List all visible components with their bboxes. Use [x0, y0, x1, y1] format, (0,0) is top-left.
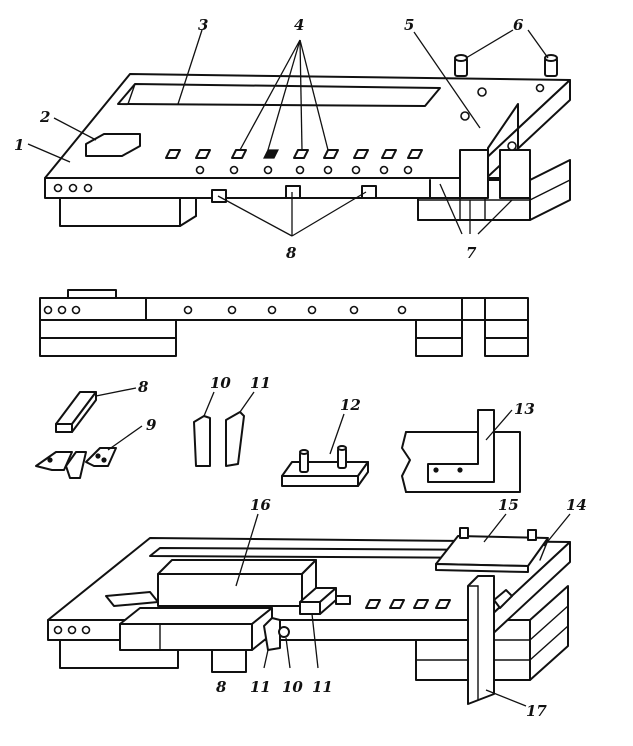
part-11-plate	[225, 391, 255, 467]
part-10-plate	[193, 391, 215, 467]
label-16: 16	[250, 496, 271, 514]
part-2-clamp	[85, 133, 141, 157]
part-9-bracket	[35, 425, 143, 479]
part-12-pin-plate	[281, 413, 369, 487]
label-11-bottom-a: 11	[250, 678, 271, 696]
base-plate-front	[44, 177, 466, 199]
part-3-guide-slot	[117, 83, 441, 107]
label-2: 2	[39, 108, 50, 126]
top-isometric-assembly	[27, 29, 571, 237]
label-4: 4	[294, 16, 304, 34]
part-17-post	[467, 575, 495, 705]
label-10-bottom: 10	[282, 678, 303, 696]
part-13-l-bracket	[401, 409, 521, 493]
label-12: 12	[340, 396, 361, 414]
part-8-pegs-under	[211, 185, 377, 203]
part-6-pins	[454, 54, 558, 77]
square-slot-row	[165, 149, 423, 159]
label-13: 13	[514, 400, 535, 418]
label-9: 9	[146, 416, 157, 434]
label-10-parts: 10	[210, 374, 231, 392]
label-8-bottom: 8	[216, 678, 227, 696]
label-11-parts: 11	[250, 374, 271, 392]
label-15: 15	[498, 496, 519, 514]
label-8-top: 8	[286, 244, 297, 262]
part-8-detail	[55, 387, 137, 433]
left-support-blocks	[59, 185, 197, 227]
label-1: 1	[14, 136, 24, 154]
front-edge-holes	[53, 165, 413, 193]
label-14: 14	[566, 496, 587, 514]
label-8-parts: 8	[138, 378, 149, 396]
label-11-bottom-b: 11	[312, 678, 333, 696]
label-7: 7	[466, 244, 477, 262]
label-3: 3	[198, 16, 208, 34]
label-6: 6	[513, 16, 524, 34]
label-5: 5	[404, 16, 414, 34]
bottom-assembled-fixture	[47, 513, 571, 707]
side-elevation-view	[39, 289, 529, 357]
label-17: 17	[526, 702, 547, 720]
